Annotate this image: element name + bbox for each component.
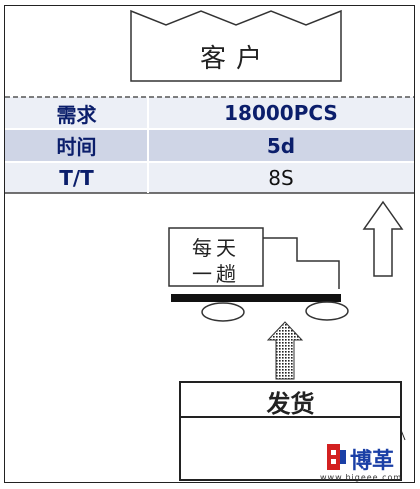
truck-cab bbox=[263, 237, 340, 289]
truck-wheel-rear bbox=[201, 302, 245, 322]
table-label-takt: T/T bbox=[59, 165, 94, 190]
table-value-time: 5d bbox=[266, 133, 296, 158]
table-value-demand: 18000PCS bbox=[224, 101, 338, 125]
truck-label-line2: 一趟 bbox=[192, 262, 240, 286]
customer-label: 客户 bbox=[199, 44, 272, 74]
truck-label-line1: 每天 bbox=[192, 236, 240, 260]
truck-cargo-box bbox=[168, 227, 264, 287]
supply-arrow-icon bbox=[266, 321, 304, 380]
table-row-2-bg bbox=[5, 129, 414, 162]
shipping-label: 发货 bbox=[266, 389, 315, 418]
table-row-1-bg bbox=[5, 97, 414, 129]
delivery-arrow-icon bbox=[362, 200, 404, 277]
table-label-demand: 需求 bbox=[56, 102, 97, 127]
brand-logo-icon bbox=[327, 444, 340, 470]
table-value-takt: 8S bbox=[268, 165, 294, 190]
truck-chassis bbox=[171, 294, 341, 302]
table-label-time: 时间 bbox=[56, 135, 97, 159]
watermark-url: www.bigeee.com bbox=[320, 473, 403, 482]
customer-factory-icon bbox=[130, 9, 342, 82]
watermark-brand: 博革 bbox=[350, 449, 395, 474]
truck-wheel-front bbox=[305, 301, 349, 321]
table-row-3-bg bbox=[5, 162, 414, 193]
